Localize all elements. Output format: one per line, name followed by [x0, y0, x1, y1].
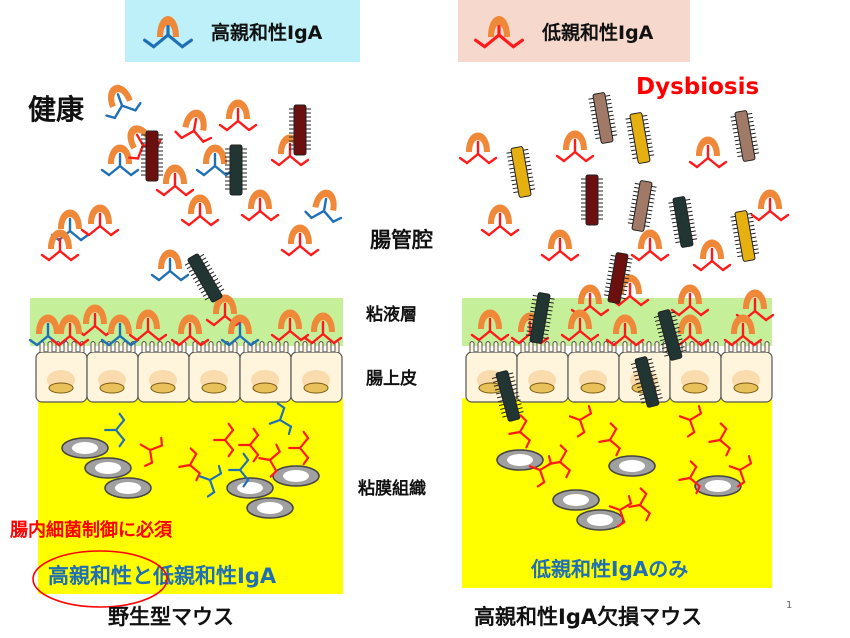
epithelial-cell [87, 342, 138, 403]
plasma-cell [553, 490, 599, 510]
epithelial-cell [291, 342, 342, 403]
epithelial-cell [36, 342, 87, 403]
commensal-rod [225, 145, 247, 195]
epithelial-cell [568, 342, 619, 403]
igA-coated-bacterium [542, 230, 578, 261]
commensal-rod [730, 109, 760, 162]
commensal-rod [141, 131, 163, 181]
layer-label-epithelium: 腸上皮 [366, 364, 417, 389]
igA-coated-bacterium [694, 240, 730, 271]
igA-coated-bacterium [157, 165, 193, 196]
igA-coated-bacterium [82, 205, 118, 236]
plasma-cell [62, 438, 108, 458]
left-panel-title: 野生型マウス [108, 601, 234, 631]
plasma-cell [105, 478, 151, 498]
epithelial-cell [189, 342, 240, 403]
plasma-cell [609, 456, 655, 476]
igA-coated-bacterium [102, 145, 138, 176]
commensal-rod [506, 145, 536, 198]
igA-coated-bacterium [632, 230, 668, 261]
layer-label-mucus: 粘液層 [366, 300, 417, 325]
commensal-rod [627, 179, 657, 232]
plasma-cell [497, 450, 543, 470]
plasma-cell [577, 510, 623, 530]
right-panel-title: 高親和性IgA欠損マウス [474, 601, 702, 631]
layer-label-lamina: 粘膜組織 [358, 474, 426, 499]
commensal-rod [588, 91, 618, 144]
plasma-cell [695, 476, 741, 496]
left-state-label: 健康 [28, 88, 84, 128]
commensal-rod [581, 175, 603, 225]
igA-coated-bacterium [460, 133, 496, 164]
plasma-cell [227, 478, 273, 498]
left-note: 腸内細菌制御に必須 [10, 516, 172, 542]
epithelial-cell [721, 342, 772, 403]
epithelial-cell [138, 342, 189, 403]
igA-coated-bacterium [752, 190, 788, 221]
igA-coated-bacterium [152, 250, 188, 281]
plasma-cell [273, 466, 319, 486]
epithelial-cell [240, 342, 291, 403]
igA-coated-bacterium [305, 187, 346, 223]
igA-coated-bacterium [242, 190, 278, 221]
commensal-rod [289, 105, 311, 155]
igA-coated-bacterium [220, 100, 256, 131]
igA-coated-bacterium [98, 79, 142, 120]
page-number: 1 [786, 600, 792, 611]
igA-coated-bacterium [282, 225, 318, 256]
igA-coated-bacterium [557, 131, 593, 162]
commensal-rod [183, 251, 227, 305]
right-caption: 低親和性IgAのみ [531, 553, 688, 582]
commensal-rod [668, 195, 698, 248]
igA-coated-bacterium [690, 137, 726, 168]
commensal-rod [625, 111, 655, 164]
right-state-label: Dysbiosis [636, 74, 759, 100]
igA-coated-bacterium [182, 195, 218, 226]
epithelial-cell [517, 342, 568, 403]
igA-coated-bacterium [175, 107, 216, 143]
igA-coated-bacterium [482, 205, 518, 236]
plasma-cell [85, 458, 131, 478]
layer-label-lumen: 腸管腔 [370, 224, 433, 254]
plasma-cell [247, 498, 293, 518]
